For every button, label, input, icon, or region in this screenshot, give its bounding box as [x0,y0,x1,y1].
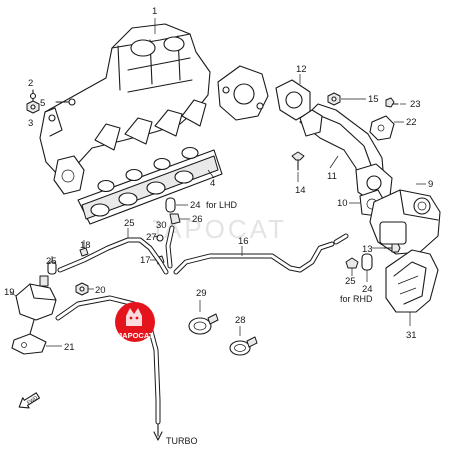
callout-4: 4 [210,178,215,189]
japocat-logo-text: JAPOCAT [118,331,154,340]
bolt-part-14 [291,151,305,182]
callout-24b: 24 [362,284,373,295]
callout-29: 29 [196,288,207,299]
callout-28: 28 [235,315,246,326]
clip-part-18 [79,240,89,257]
stud-part-5 [55,98,76,106]
egr-pipe-part-11 [299,103,393,203]
bolt-part-20 [75,282,94,296]
bolt-part-13 [372,243,401,253]
callout-17: 17 [140,255,151,266]
callout-5: 5 [40,98,45,109]
front-direction-arrow-icon: FWD [18,392,40,409]
note-for-lhd: for LHD [206,200,238,210]
hose-part-26-left [169,213,190,225]
nut-part-15 [327,92,366,106]
hose-part-25 [57,228,169,275]
callout-25b: 25 [345,276,356,287]
callout-24: 24 [190,200,201,211]
callout-20: 20 [95,285,106,296]
hose-part-26-right [333,233,359,276]
bolt-part-23 [385,97,406,108]
note-for-rhd: for RHD [340,294,373,304]
note-turbo: TURBO [166,436,198,446]
callout-21: 21 [64,342,75,353]
clip-part-25-left [47,256,57,275]
callout-2: 2 [28,78,33,89]
front-label: FWD [26,395,39,406]
callout-11: 11 [327,171,337,182]
vacuum-pipe-part-16 [173,241,335,275]
hose-clip-part-24-right [361,253,373,282]
callout-12: 12 [296,64,307,75]
intake-gasket-part-4 [77,146,223,225]
callout-25c: 25 [46,256,57,267]
callout-26: 26 [192,214,203,225]
callout-22: 22 [406,117,417,128]
egr-gasket-part-12 [217,65,311,121]
bracket-part-21 [11,319,62,355]
bracket-part-22 [369,115,404,141]
callout-10: 10 [337,198,348,209]
callout-23: 23 [410,99,421,110]
callout-31: 31 [406,330,417,341]
callout-3: 3 [28,118,33,129]
japocat-logo: JAPOCAT [115,302,155,342]
egr-valve-part-9 [369,183,441,255]
hose-part-30 [165,225,175,269]
callout-14: 14 [295,185,306,196]
clip-part-27 [153,234,164,242]
callout-18: 18 [80,240,91,251]
callout-27: 27 [146,232,157,243]
hose-clamp-part-29 [188,300,219,335]
callout-15: 15 [368,94,379,105]
callout-25: 25 [124,218,135,229]
callout-13: 13 [362,244,373,255]
hose-clip-part-24-left [165,197,188,213]
callout-16: 16 [238,236,249,247]
callout-1: 1 [152,6,157,17]
vacuum-solenoid-part-19 [9,275,57,321]
hose-clamp-part-28 [229,326,258,356]
intake-manifold-part-1 [39,18,211,195]
callout-9: 9 [428,179,433,190]
callout-30: 30 [156,220,167,231]
nut-part-3 [26,100,40,114]
callout-19: 19 [4,287,15,298]
heat-shield-part-31 [385,249,439,326]
